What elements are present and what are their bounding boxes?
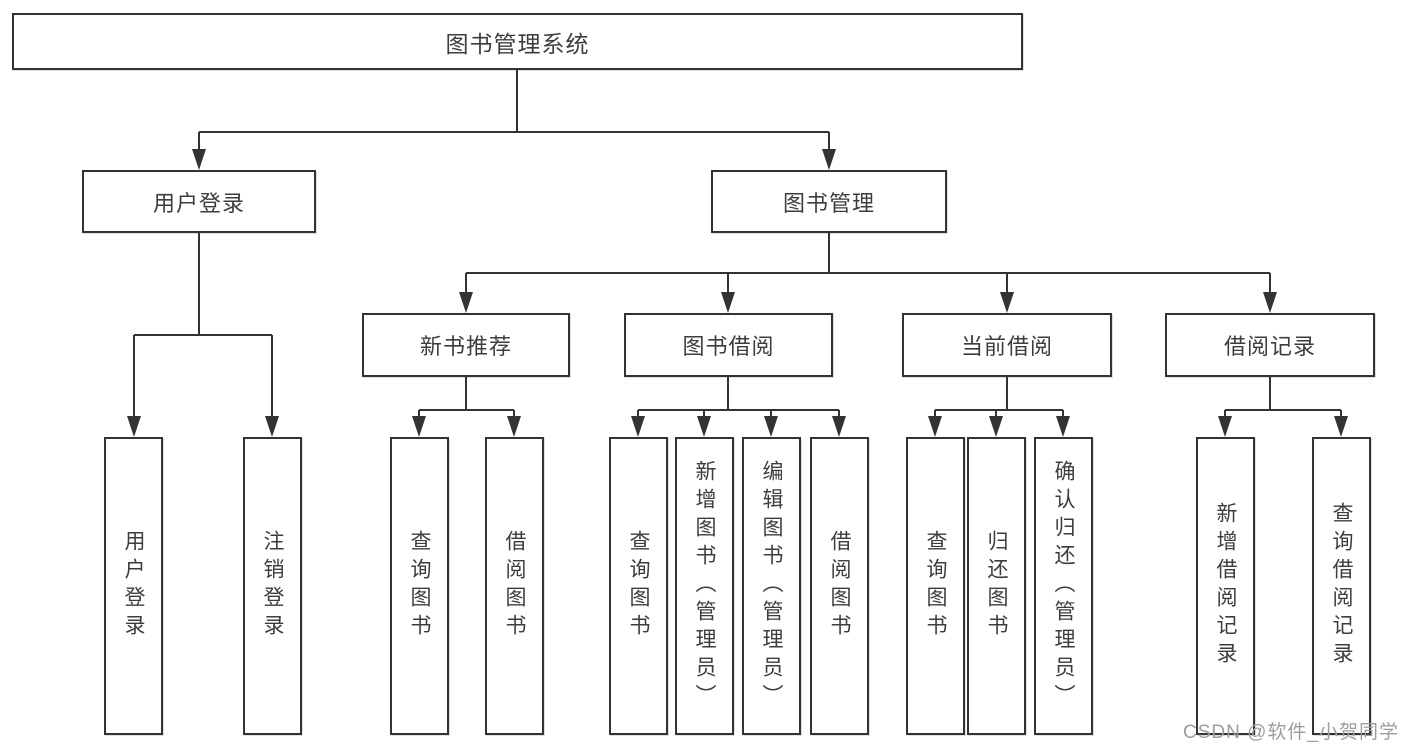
node-label: 借阅记录 [1223, 334, 1316, 359]
leaf-add-books-admin: 新增图书（管理员） [675, 437, 734, 735]
node-library-system-root: 图书管理系统 [12, 13, 1023, 70]
leaf-logout: 注销登录 [243, 437, 302, 735]
node-label: 查询借阅记录 [1330, 502, 1353, 670]
node-label: 新增图书（管理员） [693, 460, 716, 712]
node-label: 注销登录 [261, 530, 284, 642]
node-label: 图书管理 [782, 190, 875, 216]
csdn-watermark: CSDN @软件_小贺同学 [1183, 722, 1399, 743]
node-current-borrowing: 当前借阅 [902, 313, 1112, 377]
leaf-query-borrow-record: 查询借阅记录 [1312, 437, 1371, 735]
leaf-edit-books-admin: 编辑图书（管理员） [742, 437, 801, 735]
arrowhead-user-login [192, 149, 206, 170]
node-label: 用户登录 [152, 190, 245, 216]
leaf-confirm-return-admin: 确认归还（管理员） [1034, 437, 1093, 735]
leaf-query-books-current: 查询图书 [906, 437, 965, 735]
node-label: 图书管理系统 [445, 30, 590, 57]
node-label: 借阅图书 [503, 530, 526, 642]
node-user-login: 用户登录 [82, 170, 316, 233]
node-book-borrowing: 图书借阅 [624, 313, 833, 377]
node-label: 借阅图书 [828, 530, 851, 642]
node-label: 归还图书 [985, 530, 1008, 642]
node-label: 查询图书 [627, 530, 650, 642]
node-label: 确认归还（管理员） [1052, 460, 1075, 712]
leaf-borrow-books: 借阅图书 [810, 437, 869, 735]
node-borrowing-records: 借阅记录 [1165, 313, 1375, 377]
node-label: 当前借阅 [960, 334, 1053, 359]
arrowhead-book-mgmt [822, 149, 836, 170]
node-label: 新书推荐 [419, 334, 512, 359]
leaf-query-books-recommend: 查询图书 [390, 437, 449, 735]
leaf-query-books-borrowing: 查询图书 [609, 437, 668, 735]
node-label: 查询图书 [924, 530, 947, 642]
node-label: 图书借阅 [682, 334, 775, 359]
node-label: 新增借阅记录 [1214, 502, 1237, 670]
leaf-borrow-books-recommend: 借阅图书 [485, 437, 544, 735]
node-label: 查询图书 [408, 530, 431, 642]
node-new-book-recommend: 新书推荐 [362, 313, 570, 377]
node-label: 编辑图书（管理员） [760, 460, 783, 712]
node-label: 用户登录 [122, 530, 145, 642]
leaf-add-borrow-record: 新增借阅记录 [1196, 437, 1255, 735]
node-book-management: 图书管理 [711, 170, 947, 233]
leaf-return-books: 归还图书 [967, 437, 1026, 735]
leaf-user-login: 用户登录 [104, 437, 163, 735]
